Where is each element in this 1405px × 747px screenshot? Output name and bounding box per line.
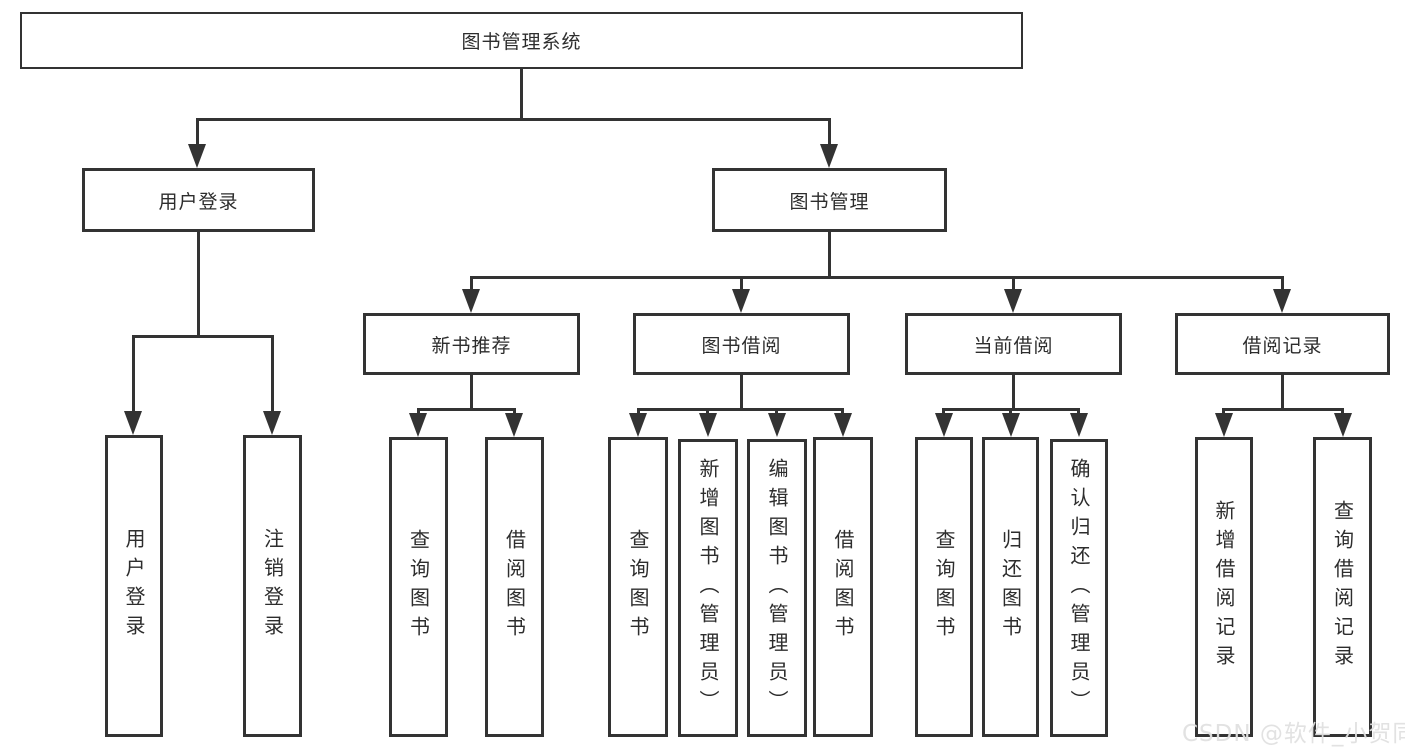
arrow-down-icon <box>834 413 852 437</box>
leaf-bb-edit-books-admin: 编辑图书（管理员） <box>747 439 807 737</box>
arrow-down-icon <box>462 289 480 313</box>
connector-line <box>942 408 945 415</box>
arrow-down-icon <box>820 144 838 168</box>
leaf-user-login: 用户登录 <box>105 435 163 737</box>
connector-line <box>1341 408 1344 415</box>
arrow-down-icon <box>732 289 750 313</box>
node-borrow-records-label: 借阅记录 <box>1242 334 1323 357</box>
connector-line <box>197 232 200 335</box>
connector-line <box>418 408 515 411</box>
connector-line <box>841 408 844 415</box>
arrow-down-icon <box>505 413 523 437</box>
connector-line <box>1222 408 1225 415</box>
leaf-cb-query-books-label: 查询图书 <box>932 529 956 645</box>
connector-line <box>196 118 199 144</box>
node-new-book-recommend-label: 新书推荐 <box>431 334 512 357</box>
connector-line <box>637 408 640 415</box>
leaf-bb-add-books-admin: 新增图书（管理员） <box>678 439 738 737</box>
node-user-login-label: 用户登录 <box>158 190 239 213</box>
connector-line <box>944 408 1080 411</box>
connector-line <box>638 408 844 411</box>
connector-line <box>513 408 516 415</box>
connector-line <box>520 69 523 118</box>
leaf-cb-query-books: 查询图书 <box>915 437 973 737</box>
connector-line <box>1224 408 1343 411</box>
leaf-user-login-label: 用户登录 <box>122 528 146 644</box>
leaf-bb-edit-books-admin-label: 编辑图书（管理员） <box>765 457 789 719</box>
leaf-logout-label: 注销登录 <box>260 528 285 644</box>
connector-line <box>271 335 274 411</box>
node-new-book-recommend: 新书推荐 <box>363 313 580 375</box>
arrow-down-icon <box>188 144 206 168</box>
arrow-down-icon <box>1334 413 1352 437</box>
leaf-nb-query-books-label: 查询图书 <box>406 529 431 645</box>
connector-line <box>470 276 473 289</box>
arrow-down-icon <box>1004 289 1022 313</box>
leaf-br-add-record: 新增借阅记录 <box>1195 437 1253 737</box>
arrow-down-icon <box>699 413 717 437</box>
connector-line <box>1077 408 1080 415</box>
leaf-br-query-record: 查询借阅记录 <box>1313 437 1372 737</box>
arrow-down-icon <box>124 411 142 435</box>
arrow-down-icon <box>768 413 786 437</box>
leaf-bb-query-books: 查询图书 <box>608 437 668 737</box>
node-current-borrow-label: 当前借阅 <box>973 334 1054 357</box>
connector-line <box>1009 408 1012 415</box>
leaf-nb-borrow-books: 借阅图书 <box>485 437 544 737</box>
connector-line <box>740 375 743 408</box>
connector-line <box>740 276 743 289</box>
leaf-cb-return-books-label: 归还图书 <box>998 529 1023 645</box>
arrow-down-icon <box>263 411 281 435</box>
leaf-cb-confirm-return-admin: 确认归还（管理员） <box>1050 439 1108 737</box>
leaf-bb-add-books-admin-label: 新增图书（管理员） <box>696 457 720 719</box>
arrow-down-icon <box>935 413 953 437</box>
arrow-down-icon <box>1002 413 1020 437</box>
watermark-text: CSDN @软件_小贺同学 <box>1182 721 1405 747</box>
node-book-management-label: 图书管理 <box>789 190 870 213</box>
connector-line <box>132 335 135 411</box>
leaf-br-query-record-label: 查询借阅记录 <box>1330 500 1355 674</box>
connector-line <box>706 408 709 415</box>
connector-line <box>828 232 831 276</box>
connector-line <box>1281 375 1284 408</box>
connector-line <box>828 118 831 144</box>
leaf-bb-query-books-label: 查询图书 <box>626 529 650 645</box>
node-user-login: 用户登录 <box>82 168 315 232</box>
node-root: 图书管理系统 <box>20 12 1023 69</box>
connector-line <box>470 375 473 408</box>
leaf-logout: 注销登录 <box>243 435 302 737</box>
arrow-down-icon <box>409 413 427 437</box>
arrow-down-icon <box>1273 289 1291 313</box>
leaf-nb-query-books: 查询图书 <box>389 437 448 737</box>
connector-line <box>1012 375 1015 408</box>
arrow-down-icon <box>1215 413 1233 437</box>
connector-line <box>133 335 273 338</box>
node-borrow-records: 借阅记录 <box>1175 313 1390 375</box>
connector-line <box>1012 276 1015 289</box>
leaf-nb-borrow-books-label: 借阅图书 <box>502 529 527 645</box>
connector-line <box>470 276 1283 279</box>
arrow-down-icon <box>629 413 647 437</box>
leaf-cb-return-books: 归还图书 <box>982 437 1039 737</box>
node-current-borrow: 当前借阅 <box>905 313 1122 375</box>
node-book-borrow: 图书借阅 <box>633 313 850 375</box>
connector-line <box>197 118 831 121</box>
connector-line <box>417 408 420 415</box>
arrow-down-icon <box>1070 413 1088 437</box>
leaf-bb-borrow-books: 借阅图书 <box>813 437 873 737</box>
connector-line <box>1281 276 1284 289</box>
connector-line <box>775 408 778 415</box>
node-book-borrow-label: 图书借阅 <box>701 334 782 357</box>
node-root-label: 图书管理系统 <box>461 31 582 53</box>
leaf-cb-confirm-return-admin-label: 确认归还（管理员） <box>1067 457 1091 719</box>
leaf-bb-borrow-books-label: 借阅图书 <box>831 529 855 645</box>
node-book-management: 图书管理 <box>712 168 947 232</box>
leaf-br-add-record-label: 新增借阅记录 <box>1212 500 1236 674</box>
